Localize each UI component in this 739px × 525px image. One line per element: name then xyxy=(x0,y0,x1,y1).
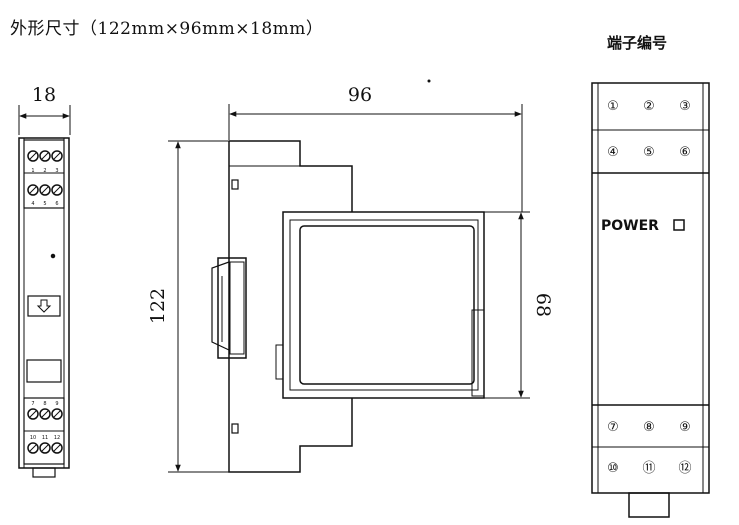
terminal-label-1: 1 xyxy=(31,168,34,174)
terminal-label-11: 11 xyxy=(42,435,48,441)
terminal-2: ② xyxy=(643,99,655,114)
side-profile-rear xyxy=(228,141,353,473)
width-dimension-label: 18 xyxy=(32,84,56,106)
bottom-screw-row-1 xyxy=(27,408,63,420)
terminal-label-4: 4 xyxy=(31,201,34,207)
inner-height-dimension-label: 68 xyxy=(532,293,554,317)
terminal-9: ⑨ xyxy=(679,420,691,435)
terminal-label-8: 8 xyxy=(43,401,46,407)
terminal-label-5: 5 xyxy=(43,201,46,207)
side-profile-top xyxy=(229,140,353,212)
front-label-window xyxy=(26,359,62,383)
terminal-label-6: 6 xyxy=(55,201,58,207)
terminal-panel xyxy=(591,82,710,518)
terminal-label-2: 2 xyxy=(43,168,46,174)
led-indicator xyxy=(50,253,56,259)
terminal-1: ① xyxy=(607,99,619,114)
top-terminal-block xyxy=(23,139,65,209)
top-screw-row-2 xyxy=(27,184,63,196)
display-window xyxy=(299,225,475,385)
terminal-label-10: 10 xyxy=(30,435,36,441)
power-indicator-box xyxy=(673,219,685,231)
front-view xyxy=(18,105,71,478)
terminal-label-7: 7 xyxy=(31,401,34,407)
power-label: POWER xyxy=(601,218,659,234)
page-title: 外形尺寸（122mm×96mm×18mm） xyxy=(10,19,324,39)
depth-dimension-label: 96 xyxy=(348,84,372,106)
terminal-label-9: 9 xyxy=(55,401,58,407)
terminal-label-12: 12 xyxy=(54,435,60,441)
side-view xyxy=(168,104,530,473)
terminal-6: ⑥ xyxy=(679,145,691,160)
terminal-8: ⑧ xyxy=(643,420,655,435)
stray-dot xyxy=(427,79,431,83)
front-button xyxy=(27,295,61,317)
panel-foot xyxy=(628,492,670,518)
terminal-3: ③ xyxy=(679,99,691,114)
terminal-5: ⑤ xyxy=(643,145,655,160)
front-housing-block xyxy=(282,211,485,399)
terminal-label-3: 3 xyxy=(55,168,58,174)
top-screw-row-1 xyxy=(27,150,63,162)
terminal-4: ④ xyxy=(607,145,619,160)
terminal-12: ⑫ xyxy=(678,461,691,476)
terminal-7: ⑦ xyxy=(607,420,619,435)
bottom-screw-row-2 xyxy=(27,442,63,454)
terminal-numbering-heading: 端子编号 xyxy=(607,34,668,52)
front-foot xyxy=(32,467,56,478)
terminal-11: ⑪ xyxy=(642,461,655,476)
din-rail-clip xyxy=(217,257,247,359)
terminal-10: ⑩ xyxy=(607,461,619,476)
height-dimension-label: 122 xyxy=(147,288,169,324)
